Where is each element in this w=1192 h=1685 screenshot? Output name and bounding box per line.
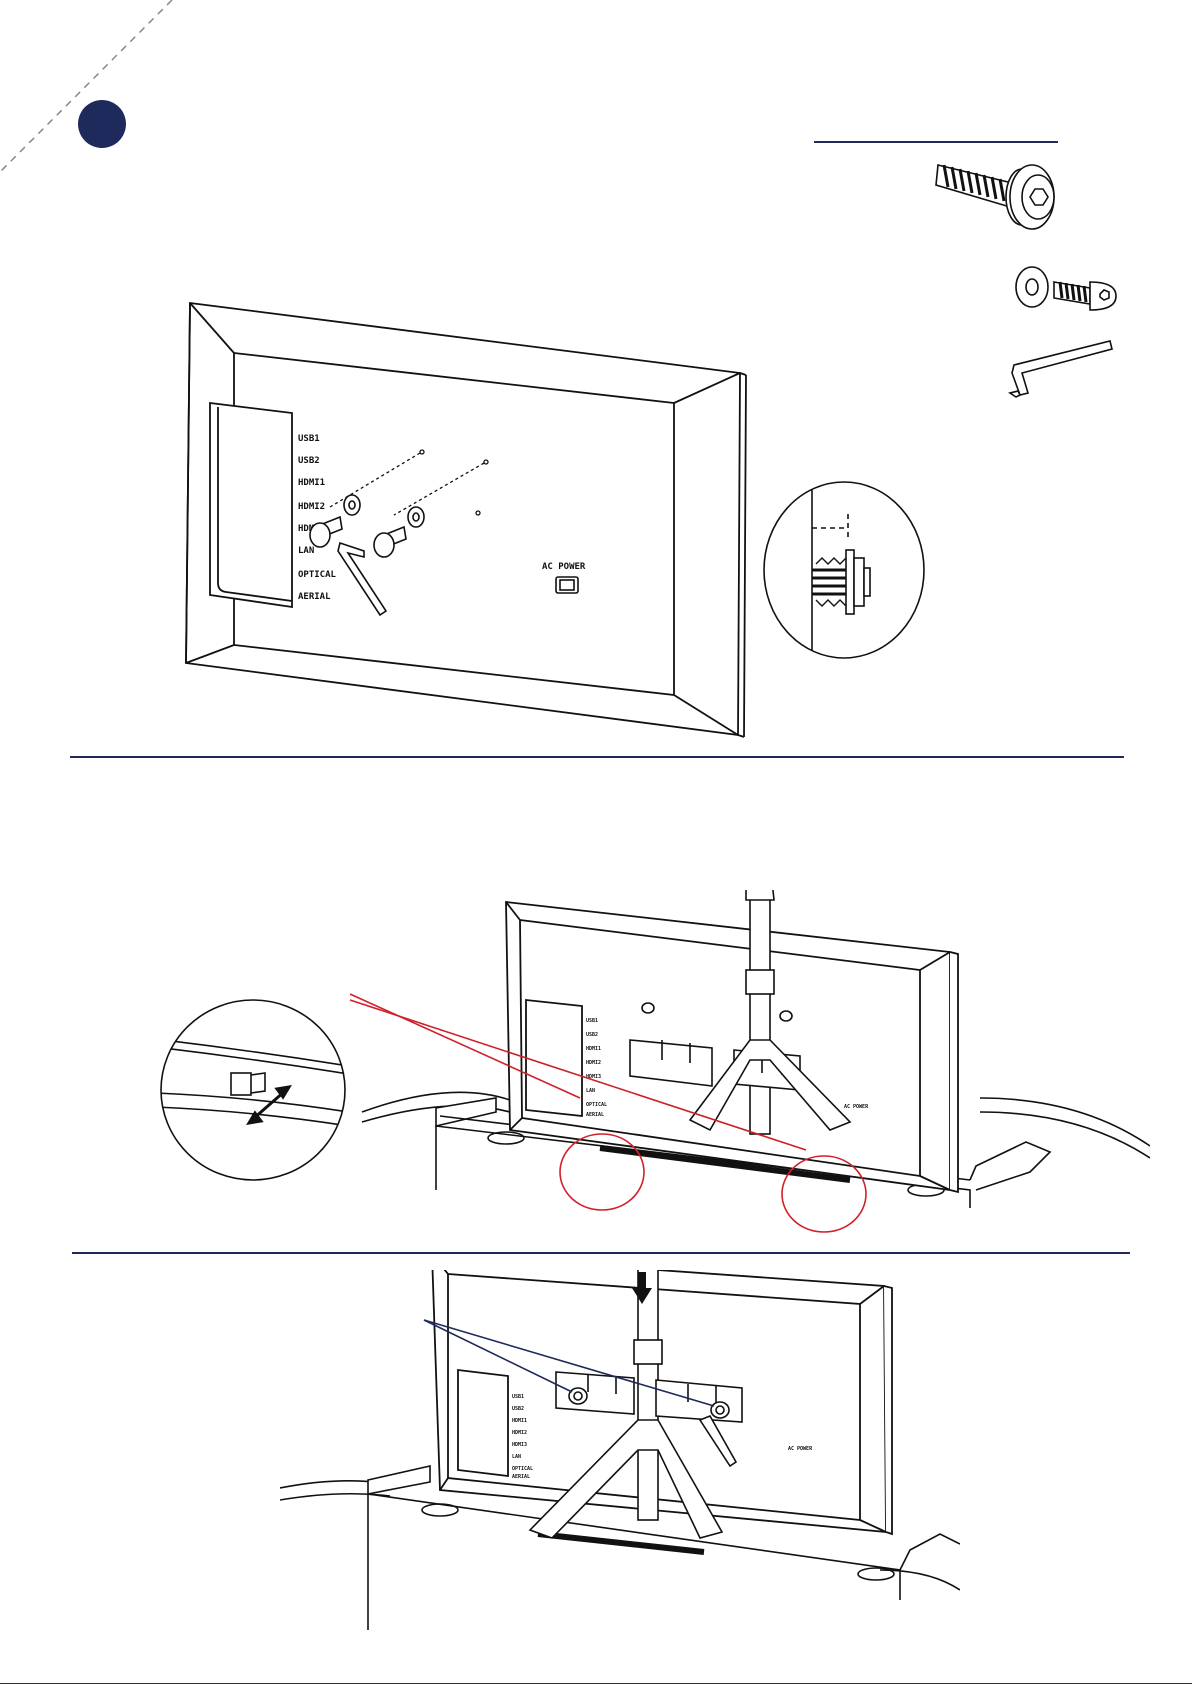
port-label: HDMI1 bbox=[298, 478, 325, 488]
port-label: USB2 bbox=[298, 456, 320, 466]
section-divider bbox=[72, 1252, 1130, 1254]
port-label: AERIAL bbox=[298, 592, 331, 602]
large-hex-socket-bolt-icon bbox=[930, 145, 1060, 235]
tv-mounted-drawing-step3: USB1 USB2 HDMI1 HDMI2 HDMI3 LAN OPTICAL … bbox=[280, 1270, 960, 1670]
slide-detail-callout bbox=[155, 995, 355, 1185]
port-label: OPTICAL bbox=[298, 570, 337, 580]
port-label: LAN bbox=[586, 1088, 595, 1094]
allen-key-icon bbox=[1000, 335, 1120, 405]
port-label: AERIAL bbox=[512, 1474, 530, 1480]
ac-socket-icon bbox=[556, 577, 578, 593]
section-divider bbox=[70, 756, 1124, 758]
port-label: LAN bbox=[298, 546, 314, 556]
port-label: AERIAL bbox=[586, 1112, 604, 1118]
step-number-badge bbox=[78, 100, 126, 148]
ac-power-label: AC POWER bbox=[788, 1446, 813, 1452]
screw-detail-callout bbox=[760, 478, 930, 668]
port-label: HDMI1 bbox=[512, 1418, 527, 1424]
washer-icon bbox=[1010, 262, 1054, 312]
port-label: HDMI2 bbox=[512, 1430, 527, 1436]
arrow-down-icon bbox=[630, 1272, 654, 1306]
hex-socket-screw-icon bbox=[1050, 272, 1120, 322]
port-label: LAN bbox=[512, 1454, 521, 1460]
page-footer-rule bbox=[0, 1683, 1192, 1684]
port-label: HDMI2 bbox=[298, 502, 325, 512]
port-label: HDMI1 bbox=[586, 1046, 601, 1052]
port-label: HDMI3 bbox=[512, 1442, 527, 1448]
port-label: OPTICAL bbox=[586, 1102, 607, 1108]
ac-power-label: AC POWER bbox=[844, 1104, 869, 1110]
tv-back-drawing-step1: USB1 USB2 HDMI1 HDMI2 HDMI3 LAN OPTICAL … bbox=[180, 295, 760, 745]
port-label: USB2 bbox=[586, 1032, 598, 1038]
port-label: OPTICAL bbox=[512, 1466, 533, 1472]
port-label: USB1 bbox=[298, 434, 320, 444]
ac-power-label: AC POWER bbox=[542, 562, 586, 572]
port-label: USB2 bbox=[512, 1406, 524, 1412]
parts-header-rule bbox=[814, 141, 1058, 143]
port-label: HDMI2 bbox=[586, 1060, 601, 1066]
port-label: USB1 bbox=[586, 1018, 598, 1024]
port-label: USB1 bbox=[512, 1394, 524, 1400]
